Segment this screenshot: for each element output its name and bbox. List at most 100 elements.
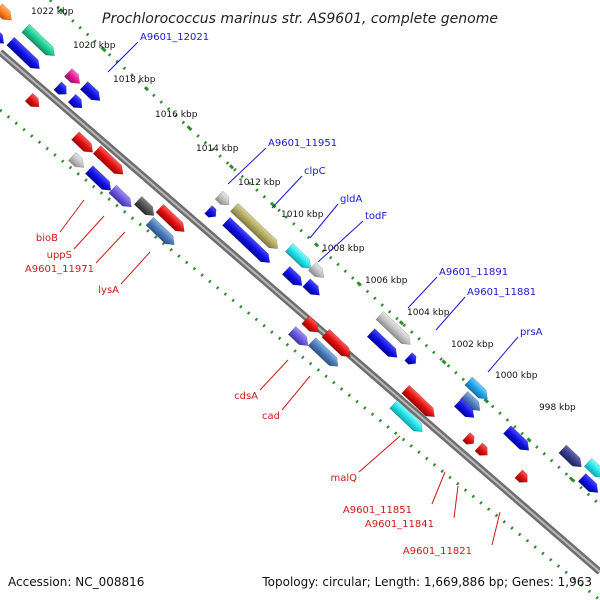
gene-label-lower[interactable]: A9601_11841	[365, 519, 434, 530]
gene-label-lower[interactable]: bioB	[36, 233, 58, 244]
scale-tick-upper	[58, 8, 65, 14]
gene-label-upper[interactable]: clpC	[304, 166, 326, 177]
gene-arrow[interactable]	[63, 68, 83, 88]
gene-arrow[interactable]	[0, 3, 15, 24]
gene-arrow[interactable]	[79, 81, 104, 104]
gene-label-leader	[317, 220, 364, 263]
gene-label-upper[interactable]: todF	[365, 211, 387, 222]
gene-arrow[interactable]	[464, 376, 491, 403]
kbp-tick-label: 1004 kbp	[407, 308, 450, 318]
kbp-tick-label: 1020 kbp	[73, 41, 116, 51]
gene-label-lower[interactable]: A9601_11851	[343, 505, 412, 516]
gene-label-lower[interactable]: cad	[262, 411, 280, 422]
gene-arrow[interactable]	[67, 93, 86, 112]
gene-arrow[interactable]	[321, 328, 354, 360]
gene-label-leader	[227, 147, 267, 185]
gene-arrow[interactable]	[404, 352, 420, 368]
kbp-tick-label: 1002 kbp	[451, 340, 494, 350]
gene-label-leader	[309, 203, 339, 239]
gene-label-leader	[487, 336, 519, 373]
gene-arrow[interactable]	[514, 469, 531, 486]
gene-arrow[interactable]	[459, 391, 484, 414]
gene-arrow[interactable]	[389, 399, 427, 436]
gene-arrow[interactable]	[84, 165, 114, 195]
gene-label-upper[interactable]: A9601_11881	[467, 287, 536, 298]
gene-label-leader	[491, 511, 501, 546]
gene-label-upper[interactable]: A9601_11891	[439, 267, 508, 278]
gene-arrow[interactable]	[0, 28, 8, 48]
gene-label-lower[interactable]: lysA	[98, 285, 119, 296]
gene-arrow[interactable]	[287, 326, 312, 349]
gene-arrow[interactable]	[302, 278, 324, 299]
gene-arrow[interactable]	[474, 442, 491, 459]
kbp-tick-label: 1012 kbp	[238, 178, 281, 188]
kbp-tick-label: 1008 kbp	[322, 244, 365, 254]
gene-label-lower[interactable]: uppS	[47, 250, 72, 261]
scale-tick-upper	[313, 242, 320, 248]
gene-label-leader	[358, 435, 401, 473]
gene-arrow[interactable]	[577, 473, 600, 496]
gene-arrow[interactable]	[366, 328, 401, 362]
scale-line-lower	[0, 108, 600, 600]
gene-arrow[interactable]	[24, 92, 43, 111]
kbp-tick-label: 1014 kbp	[196, 144, 239, 154]
kbp-tick-label: 1006 kbp	[365, 276, 408, 286]
gene-label-lower[interactable]: cdsA	[234, 391, 258, 402]
gene-arrow[interactable]	[462, 432, 478, 448]
gene-arrow[interactable]	[453, 398, 478, 421]
kbp-tick-label: 1000 kbp	[495, 371, 538, 381]
gene-arrow[interactable]	[401, 384, 439, 421]
gene-arrow[interactable]	[281, 266, 306, 289]
gene-arrow[interactable]	[307, 262, 327, 282]
gene-label-lower[interactable]: malQ	[330, 473, 357, 484]
gene-arrow[interactable]	[53, 81, 70, 98]
gene-label-leader	[435, 296, 466, 331]
scale-tick-upper	[101, 47, 107, 53]
gene-arrow[interactable]	[155, 203, 188, 235]
gene-label-lower[interactable]: A9601_11821	[403, 546, 472, 557]
gene-label-leader	[453, 485, 459, 519]
gene-arrow[interactable]	[301, 315, 323, 336]
gene-arrow[interactable]	[230, 202, 281, 252]
scale-tick-upper	[526, 437, 532, 443]
gene-label-leader	[73, 215, 105, 250]
genome-backbone-highlight	[0, 51, 600, 573]
genome-summary-text: Topology: circular; Length: 1,669,886 bp…	[261, 575, 592, 589]
gene-arrow[interactable]	[284, 243, 314, 273]
gene-label-leader	[271, 175, 303, 209]
gene-arrow[interactable]	[502, 425, 532, 455]
gene-arrow[interactable]	[204, 205, 220, 221]
gene-arrow[interactable]	[145, 216, 178, 248]
gene-arrow[interactable]	[307, 337, 342, 371]
gene-arrow[interactable]	[108, 184, 135, 211]
scale-tick-upper	[228, 164, 235, 170]
kbp-tick-label: 998 kbp	[539, 403, 576, 413]
scale-tick-upper	[441, 359, 447, 365]
scale-tick-upper	[186, 125, 192, 131]
gene-arrow[interactable]	[6, 36, 44, 73]
gene-arrow[interactable]	[67, 152, 87, 172]
gene-arrow[interactable]	[214, 190, 233, 209]
gene-arrow[interactable]	[21, 23, 59, 60]
gene-label-upper[interactable]: A9601_12021	[140, 32, 209, 43]
gene-label-leader	[59, 199, 85, 233]
gene-arrow[interactable]	[133, 196, 158, 219]
gene-arrow[interactable]	[222, 216, 273, 266]
gene-arrow[interactable]	[92, 145, 127, 179]
gene-arrow[interactable]	[558, 444, 585, 471]
gene-label-upper[interactable]: gldA	[340, 194, 362, 205]
kbp-tick-label: 1018 kbp	[113, 75, 156, 85]
accession-text: Accession: NC_008816	[8, 575, 144, 589]
gene-label-upper[interactable]: A9601_11951	[268, 138, 337, 149]
gene-label-upper[interactable]: prsA	[520, 327, 543, 338]
kbp-tick-label: 1016 kbp	[155, 110, 198, 120]
kbp-tick-label: 1022 kbp	[31, 7, 74, 17]
gene-arrow[interactable]	[71, 131, 97, 157]
scale-tick-upper	[398, 320, 405, 326]
gene-arrow[interactable]	[375, 311, 414, 349]
gene-label-lower[interactable]: A9601_11971	[25, 264, 94, 275]
gene-label-leader	[120, 251, 151, 285]
